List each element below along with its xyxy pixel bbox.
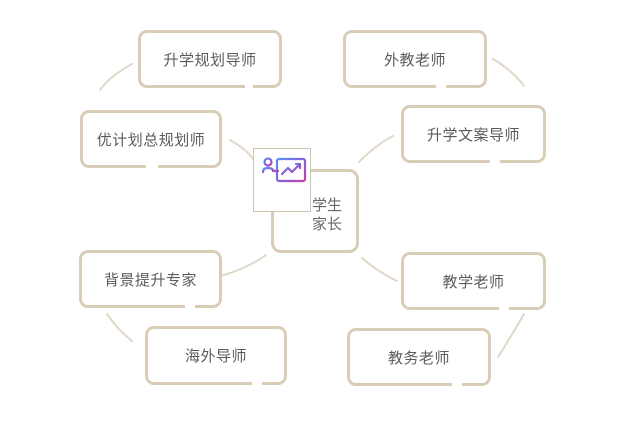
- node-teaching-teacher: 教学老师: [401, 252, 546, 310]
- node-label: 优计划总规划师: [96, 130, 206, 149]
- link-left-bottom: [220, 254, 267, 277]
- border-break: [185, 304, 195, 309]
- border-break: [436, 84, 446, 89]
- arc-right-bottom: [497, 313, 525, 358]
- node-chief-planner: 优计划总规划师: [80, 110, 222, 168]
- border-break: [490, 159, 500, 164]
- node-foreign-teacher: 外教老师: [343, 30, 487, 88]
- center-label-line2: 家长: [311, 215, 342, 233]
- arc-right-top: [492, 58, 525, 87]
- node-background-enhancement-expert: 背景提升专家: [79, 250, 222, 308]
- center-label: 学生 家长: [297, 196, 357, 234]
- node-label: 升学文案导师: [426, 125, 520, 144]
- node-academic-affairs-teacher: 教务老师: [347, 328, 491, 386]
- border-break: [146, 164, 158, 169]
- node-label: 背景提升专家: [103, 270, 197, 289]
- node-label: 海外导师: [184, 347, 247, 365]
- node-label: 教务老师: [387, 348, 450, 367]
- border-break: [499, 306, 509, 311]
- teacher-presentation-icon: [253, 148, 311, 212]
- border-break: [452, 382, 462, 387]
- node-label: 升学规划导师: [163, 50, 257, 69]
- center-label-line1: 学生: [311, 196, 342, 214]
- node-admissions-planning-mentor: 升学规划导师: [138, 30, 282, 88]
- link-right-bottom: [361, 257, 398, 282]
- border-break: [252, 381, 262, 386]
- border-break: [245, 84, 253, 89]
- node-label: 外教老师: [383, 50, 446, 69]
- node-label: 教学老师: [442, 272, 505, 291]
- node-overseas-mentor: 海外导师: [145, 326, 287, 385]
- node-application-essay-mentor: 升学文案导师: [401, 105, 546, 163]
- link-right-top: [358, 135, 394, 163]
- arc-left-bottom: [106, 313, 133, 342]
- arc-left-top: [99, 63, 133, 91]
